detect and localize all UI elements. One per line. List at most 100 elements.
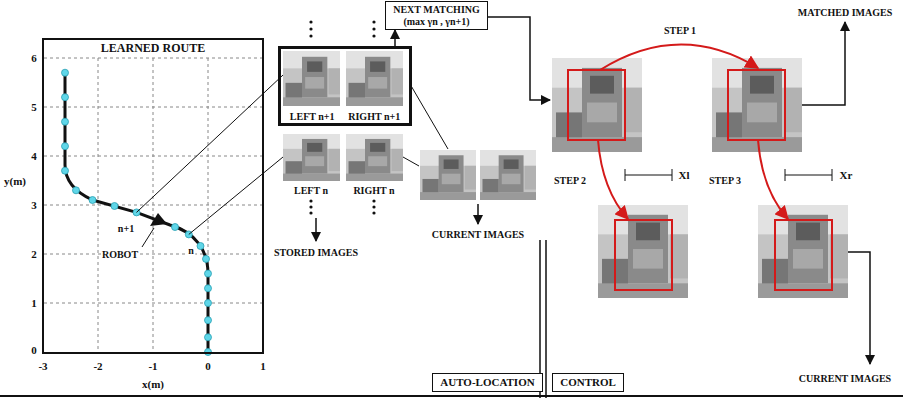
- image-label: LEFT n: [293, 185, 329, 196]
- image-pair-box: LEFT n+1 RIGHT n+1: [278, 46, 412, 126]
- route-point: [203, 255, 210, 262]
- offset-label: Xl: [678, 169, 691, 181]
- route-point: [205, 317, 212, 324]
- current-image: [598, 205, 688, 298]
- matched-image: [552, 58, 642, 152]
- robot-label: ROBOT: [101, 249, 139, 260]
- tick-label: 5: [30, 101, 38, 113]
- route-index: n: [187, 245, 195, 256]
- tick-label: 0: [204, 360, 212, 372]
- stored-image: [283, 134, 340, 181]
- current-image: [420, 150, 476, 200]
- route-point: [111, 203, 118, 210]
- step-arrow: [600, 44, 758, 70]
- route-point: [197, 243, 204, 250]
- route-point: [205, 300, 212, 307]
- offset-label: Xr: [839, 169, 854, 181]
- route-point: [205, 285, 212, 292]
- tick-label: 2: [30, 248, 38, 260]
- robot-marker: [150, 213, 167, 226]
- ellipsis-dot: [372, 199, 375, 202]
- stored-image: [346, 51, 403, 106]
- tick-label: -2: [92, 360, 103, 372]
- step-arrow: [758, 140, 788, 219]
- step-label: STEP 2: [553, 175, 587, 186]
- route-point: [62, 167, 69, 174]
- route-point: [73, 187, 80, 194]
- node-text: AUTO-LOCATION: [439, 376, 536, 389]
- down-arrow: [477, 204, 479, 224]
- match-line: [137, 75, 284, 234]
- matching-arrow: [487, 17, 550, 100]
- route-point: [62, 118, 69, 125]
- ellipsis-dot: [309, 199, 312, 202]
- match-window: [775, 220, 832, 290]
- tick-label: -1: [147, 360, 158, 372]
- node-text: NEXT MATCHING: [392, 4, 481, 16]
- route-point: [205, 334, 212, 341]
- tick-label: 6: [30, 52, 38, 64]
- route-point: [172, 224, 179, 231]
- bottom-rule: [0, 395, 903, 397]
- group-label: CURRENT IMAGES: [798, 373, 892, 384]
- node-text: LEARNED ROUTE: [99, 42, 207, 56]
- image-label: RIGHT n: [352, 185, 395, 196]
- stored-image: [346, 134, 403, 181]
- matched-image: [712, 58, 802, 152]
- match-window: [568, 70, 625, 140]
- ellipsis-dot: [372, 211, 375, 214]
- ellipsis-dot: [309, 34, 312, 37]
- current-image: [480, 150, 536, 200]
- route-point: [205, 270, 212, 277]
- section-box: CONTROL: [552, 373, 624, 392]
- step-arrow: [598, 140, 628, 219]
- ellipsis-dot: [309, 27, 312, 30]
- route-point: [62, 69, 69, 76]
- ellipsis-dot: [372, 27, 375, 30]
- down-arrow: [315, 218, 317, 241]
- route-point: [205, 349, 212, 356]
- node-text: RIGHT n+1: [348, 111, 400, 123]
- ellipsis-dot: [372, 20, 375, 23]
- axis-title: y(m): [3, 175, 27, 187]
- match-window: [615, 220, 672, 290]
- node-text: (max γn , γn+1): [392, 16, 481, 28]
- node-text: LEFT n+1: [290, 111, 335, 123]
- current-arrow: [848, 252, 870, 364]
- ellipsis-dot: [309, 211, 312, 214]
- robot-leader: [142, 228, 154, 247]
- tick-label: -3: [37, 360, 48, 372]
- plot-grid: [44, 58, 262, 352]
- section-box: AUTO-LOCATION: [432, 373, 543, 392]
- ellipsis-dot: [372, 34, 375, 37]
- stored-image: [283, 51, 340, 106]
- axis-title: x(m): [141, 378, 165, 390]
- group-label: CURRENT IMAGES: [431, 229, 525, 240]
- route-point: [89, 197, 96, 204]
- plot-frame: LEARNED ROUTE: [42, 38, 264, 354]
- group-label: STORED IMAGES: [273, 247, 359, 258]
- node-text: CONTROL: [559, 376, 617, 389]
- step-label: STEP 3: [708, 175, 742, 186]
- route-point: [62, 143, 69, 150]
- route-point: [62, 94, 69, 101]
- tick-label: 3: [30, 199, 38, 211]
- tick-label: 1: [30, 297, 38, 309]
- matched-arrow: [802, 22, 845, 105]
- route-index: n+1: [117, 223, 135, 234]
- current-image: [758, 205, 848, 298]
- match-window: [728, 70, 785, 140]
- ellipsis-dot: [309, 205, 312, 208]
- connector: [394, 30, 396, 46]
- ellipsis-dot: [309, 20, 312, 23]
- tick-label: 4: [30, 150, 38, 162]
- tick-label: 1: [259, 360, 267, 372]
- ellipsis-dot: [372, 205, 375, 208]
- group-label: MATCHED IMAGES: [797, 7, 894, 18]
- process-box: NEXT MATCHING(max γn , γn+1): [385, 1, 488, 30]
- tick-label: 0: [30, 344, 38, 356]
- step-label: STEP 1: [663, 25, 697, 36]
